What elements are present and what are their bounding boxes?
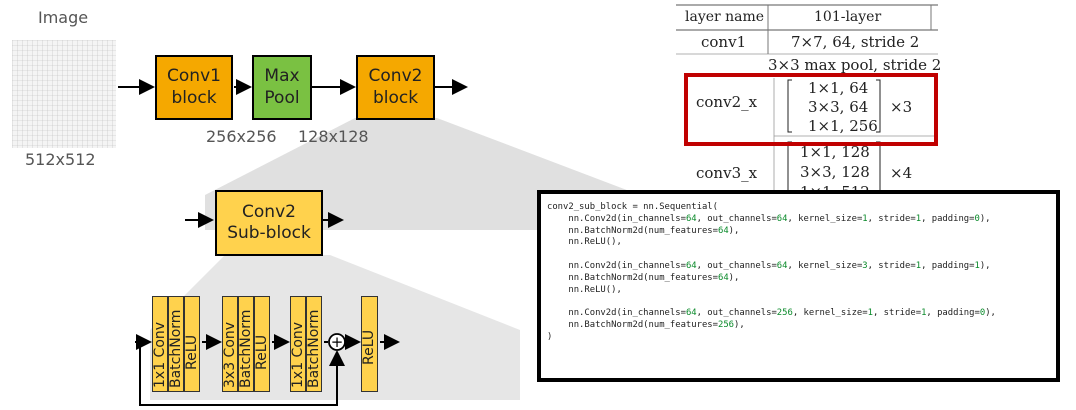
conv2-sub-block: Conv2 Sub-block [215, 190, 323, 256]
skip-connection [139, 342, 345, 406]
sum-node [328, 333, 346, 351]
code-panel: conv2_sub_block = nn.Sequential( nn.Conv… [537, 190, 1060, 382]
layer4-relu-text: ReLU [361, 329, 377, 365]
input-size-label: 512x512 [25, 150, 96, 169]
input-image-grid [12, 40, 116, 148]
code-line: ) [547, 331, 553, 342]
table-lines [676, 4, 938, 194]
size-label-256: 256x256 [206, 127, 277, 146]
code-line: nn.ReLU(), [547, 284, 622, 295]
conv3-mult: ×4 [890, 164, 913, 182]
code-line [547, 249, 1050, 261]
header-layer-name: layer name [685, 9, 765, 25]
conv2-block: Conv2 block [356, 55, 435, 120]
sum-symbol: + [331, 333, 344, 351]
code-line: nn.Conv2d(in_channels=64, out_channels=2… [547, 308, 996, 319]
conv1-name: conv1 [701, 33, 747, 51]
header-101-layer: 101-layer [814, 9, 882, 25]
code-line [547, 296, 1050, 308]
conv2-mult: ×3 [890, 98, 913, 116]
layer2-conv-text: 3x3 Conv [222, 321, 238, 388]
layer1-conv-text: 1x1 Conv [152, 321, 168, 388]
resnet-table: layer name 101-layer conv1 7×7, 64, stri… [676, 4, 942, 201]
layer4-relu-bar [361, 296, 378, 392]
conv1-value: 7×7, 64, stride 2 [791, 33, 920, 51]
layer1-bn-text: BatchNorm [168, 309, 184, 388]
maxpool-block: Max Pool [252, 55, 312, 120]
conv2-line-1: 1×1, 64 [808, 79, 869, 97]
code-line: conv2_sub_block = nn.Sequential( [547, 202, 718, 212]
conv1-block: Conv1 block [155, 55, 233, 120]
layer3-conv-bar [290, 296, 306, 392]
layer1-conv-bar [152, 296, 168, 392]
code-line: nn.Conv2d(in_channels=64, out_channels=6… [547, 260, 991, 271]
pool-value: 3×3 max pool, stride 2 [768, 56, 942, 74]
layer3-bn-bar [306, 296, 322, 392]
layer1-relu-bar [184, 296, 200, 392]
layer1-bn-bar [168, 296, 184, 392]
layer3-conv-text: 1x1 Conv [290, 321, 306, 388]
conv2-highlight-box [684, 73, 938, 146]
code-line: nn.ReLU(), [547, 237, 622, 248]
layer2-conv-bar [222, 296, 238, 392]
layer2-relu-text: ReLU [254, 334, 270, 370]
code-block: conv2_sub_block = nn.Sequential( nn.Conv… [547, 202, 1050, 344]
layer2-bn-text: BatchNorm [238, 309, 254, 388]
conv2-line-2: 3×3, 64 [808, 98, 869, 116]
conv2-name: conv2_x [696, 93, 758, 111]
conv3-line-2: 3×3, 128 [800, 163, 870, 181]
layer2-relu-bar [254, 296, 270, 392]
conv2-line-3: 1×1, 256 [808, 117, 878, 135]
code-line: nn.BatchNorm2d(num_features=64), [547, 225, 740, 236]
code-line: nn.Conv2d(in_channels=64, out_channels=6… [547, 213, 991, 224]
size-label-128: 128x128 [298, 127, 369, 146]
layer1-relu-text: ReLU [184, 334, 200, 370]
conv3-line-1: 1×1, 128 [800, 143, 870, 161]
conv3-name: conv3_x [696, 164, 758, 182]
input-label: Image [38, 8, 89, 27]
code-line: nn.BatchNorm2d(num_features=256), [547, 319, 745, 330]
code-line: nn.BatchNorm2d(num_features=64), [547, 272, 740, 283]
layer2-bn-bar [238, 296, 254, 392]
layer3-bn-text: BatchNorm [306, 309, 322, 388]
